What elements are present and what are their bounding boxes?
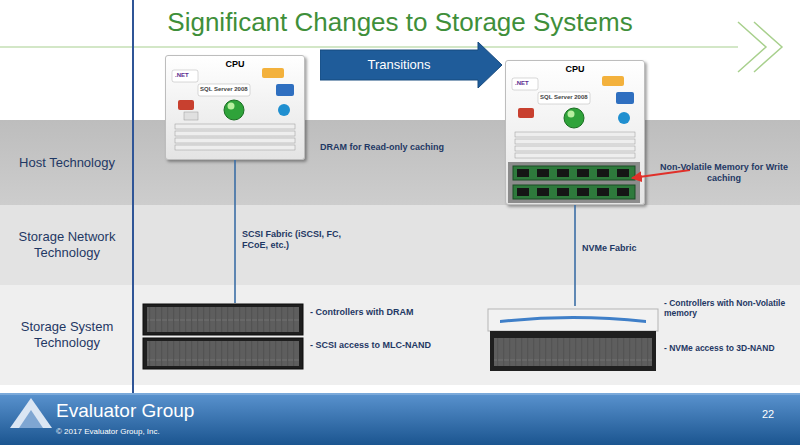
logo-text: SQL Server 2008 (540, 94, 588, 101)
chevron (754, 22, 782, 72)
node-text: - NVMe access to 3D-NAND (664, 343, 798, 353)
fabric-link (234, 160, 236, 303)
cpu-box: CPU (165, 55, 305, 160)
footer-logo-text: Evaluator Group (56, 400, 194, 423)
node-text: Storage System Technology (3, 319, 131, 350)
storage-array: - Controllers with Non-Volatile memory- … (488, 306, 798, 376)
annotation: DRAM for Read-only caching (320, 142, 444, 153)
transition-arrow: Transitions (320, 42, 502, 88)
layer-band: Storage Network Technology (0, 205, 800, 285)
logo-text: .NET (515, 80, 529, 87)
node-text: Host Technology (3, 155, 131, 171)
logo-text: SQL Server 2008 (200, 86, 248, 93)
annotation: Non-Volatile Memory for Write caching (658, 162, 790, 184)
node-text: CPU (506, 64, 644, 75)
footer-highlight (0, 394, 800, 395)
storage-array: - Controllers with DRAM- SCSI access to … (143, 303, 443, 373)
edge-label: NVMe Fabric (582, 243, 637, 254)
title-rule (0, 46, 738, 48)
node-text: - SCSI access to MLC-NAND (310, 340, 450, 351)
fabric-link (574, 205, 576, 306)
node-text: CPU (166, 59, 304, 70)
logo-inner-triangle (19, 410, 43, 428)
footer-copyright: © 2017 Evaluator Group, Inc. (56, 427, 160, 437)
slide-title: Significant Changes to Storage Systems (125, 7, 675, 38)
node-text: Transitions (320, 57, 478, 73)
footer-bar (0, 393, 800, 445)
logo-text: .NET (175, 72, 189, 79)
node-text: - Controllers with DRAM (310, 307, 450, 318)
chevron (738, 22, 766, 72)
node-text: - Controllers with Non-Volatile memory (664, 298, 798, 318)
page-number: 22 (762, 408, 774, 421)
arrow-shape (320, 42, 502, 88)
logo-triangle (10, 398, 52, 428)
node-text: Storage Network Technology (3, 229, 131, 260)
edge-label: SCSI Fabric (iSCSI, FC, FCoE, etc.) (242, 229, 348, 251)
